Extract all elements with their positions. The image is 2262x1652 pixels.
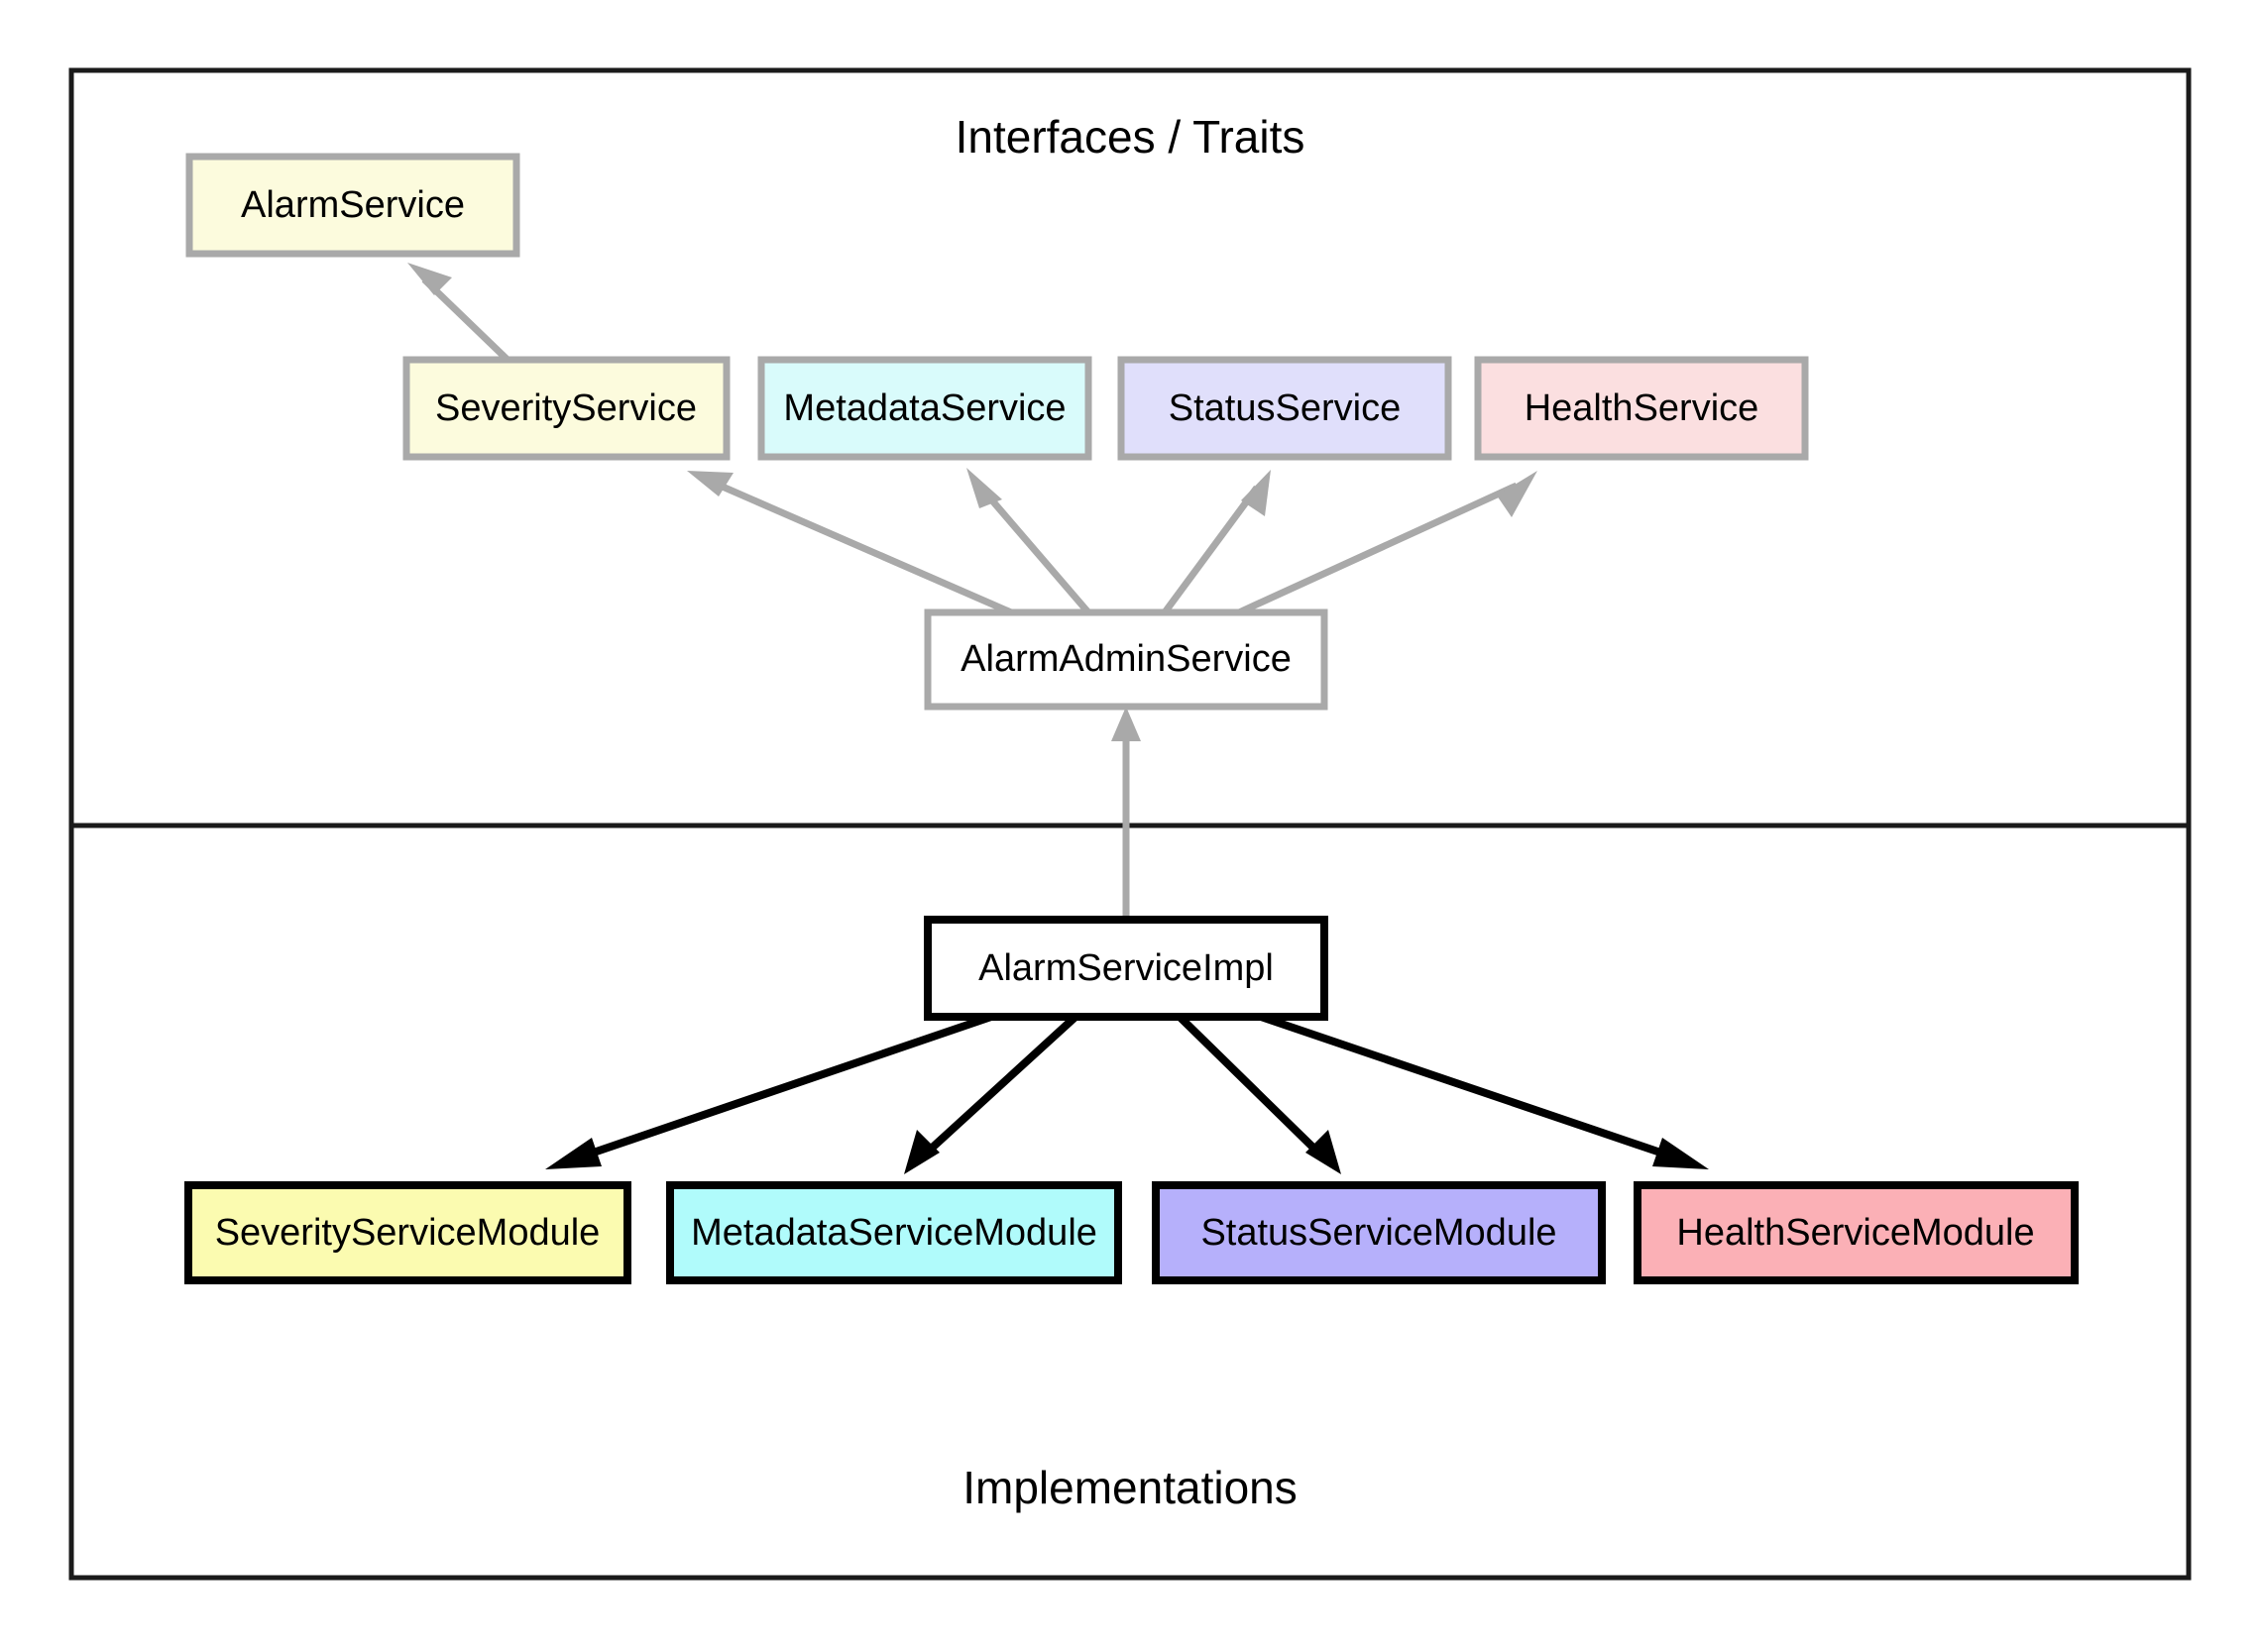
edge-impl-to-admin (1111, 707, 1141, 920)
interface-nodes: AlarmService SeverityService MetadataSer… (185, 153, 1809, 711)
status-service-label: StatusService (1169, 387, 1401, 429)
alarm-admin-service-box[interactable] (924, 608, 1328, 711)
metadata-service-module-box[interactable] (666, 1181, 1122, 1284)
status-service-module-label: StatusServiceModule (1200, 1212, 1556, 1254)
edge-severity-to-alarm (407, 263, 510, 363)
node-alarm-service[interactable]: AlarmService (185, 153, 520, 258)
edge-admin-to-metadata (966, 468, 1091, 615)
severity-service-module-label: SeverityServiceModule (215, 1212, 601, 1254)
node-metadata-service-module[interactable]: MetadataServiceModule (666, 1181, 1122, 1284)
interface-edges (407, 263, 1537, 920)
edge-impl-to-metadata-module (904, 1014, 1078, 1174)
node-severity-service-module[interactable]: SeverityServiceModule (184, 1181, 631, 1284)
metadata-service-module-label: MetadataServiceModule (691, 1212, 1097, 1254)
edge-impl-to-severity-module (545, 1013, 993, 1169)
severity-service-label: SeverityService (435, 387, 697, 429)
status-service-box[interactable] (1117, 356, 1452, 461)
node-severity-service[interactable]: SeverityService (402, 356, 731, 461)
edge-admin-to-status (1162, 470, 1271, 615)
metadata-service-label: MetadataService (783, 387, 1066, 429)
interfaces-panel-title: Interfaces / Traits (956, 111, 1305, 163)
implementation-edges (545, 1013, 1709, 1174)
health-service-module-box[interactable] (1634, 1181, 2079, 1284)
alarm-service-box[interactable] (185, 153, 520, 258)
health-service-box[interactable] (1474, 356, 1809, 461)
node-health-service[interactable]: HealthService (1474, 356, 1809, 461)
alarm-service-impl-box[interactable] (924, 916, 1328, 1021)
implementations-panel: Implementations (68, 823, 2192, 1581)
edge-impl-to-status-module (1177, 1014, 1341, 1174)
node-status-service[interactable]: StatusService (1117, 356, 1452, 461)
node-status-service-module[interactable]: StatusServiceModule (1152, 1181, 1606, 1284)
alarm-service-impl-label: AlarmServiceImpl (978, 947, 1274, 989)
severity-service-module-box[interactable] (184, 1181, 631, 1284)
health-service-module-label: HealthServiceModule (1676, 1212, 2034, 1254)
alarm-service-label: AlarmService (241, 184, 465, 226)
alarm-admin-service-label: AlarmAdminService (961, 638, 1292, 680)
health-service-label: HealthService (1525, 387, 1759, 429)
node-alarm-admin-service[interactable]: AlarmAdminService (924, 608, 1328, 711)
edge-admin-to-severity (687, 471, 1013, 616)
node-alarm-service-impl[interactable]: AlarmServiceImpl (924, 916, 1328, 1021)
metadata-service-box[interactable] (757, 356, 1092, 461)
node-health-service-module[interactable]: HealthServiceModule (1634, 1181, 2079, 1284)
edge-admin-to-health (1237, 471, 1537, 616)
status-service-module-box[interactable] (1152, 1181, 1606, 1284)
node-metadata-service[interactable]: MetadataService (757, 356, 1092, 461)
implementations-panel-title: Implementations (962, 1462, 1298, 1513)
implementation-nodes: AlarmServiceImpl SeverityServiceModule M… (184, 916, 2079, 1284)
severity-service-box[interactable] (402, 356, 731, 461)
edge-impl-to-health-module (1259, 1013, 1709, 1169)
